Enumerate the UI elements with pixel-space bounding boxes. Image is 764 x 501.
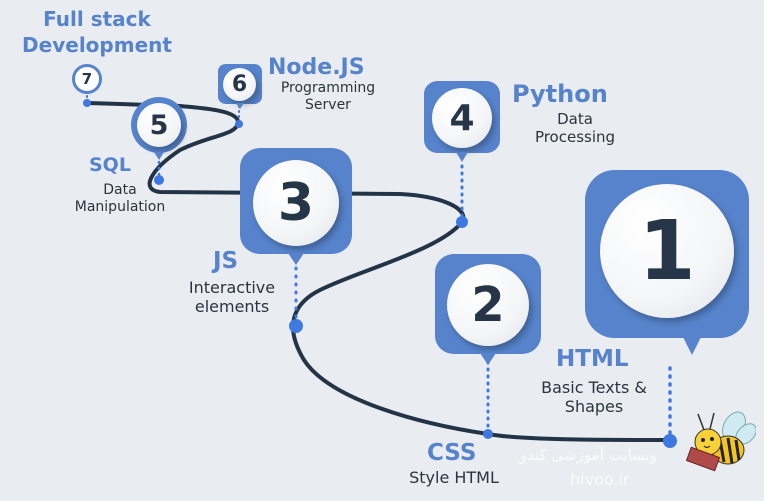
step-7-title-line: Full stack [43,7,151,31]
step-3-subtitle-line: elements [194,297,270,317]
step-7-badge: 7 [72,64,102,94]
step-4-number: 4 [432,88,492,148]
step-3-title: JS [213,248,239,274]
step-1-number: 1 [600,184,734,318]
step-6-title: Node.JS [268,55,365,80]
step-1-badge: 1 [585,170,749,355]
step-4-subtitle-line: Data [557,110,593,128]
bee-mascot-icon [685,411,756,472]
step-6-subtitle-line: Programming [280,80,376,96]
roadmap-curve [86,101,674,442]
milestone-dot-5 [154,175,164,185]
step-2-badge: 2 [435,254,541,365]
step-5-number: 5 [137,103,181,147]
milestone-dot-6 [235,120,243,128]
step-5-title: SQL [89,154,131,176]
step-4-badge: 4 [424,81,500,162]
step-6-subtitle: Programming Server [262,80,394,114]
milestone-dot-3 [289,319,303,333]
step-4-subtitle-line: Processing [534,128,616,146]
step-5-subtitle-line: Data [103,182,137,198]
step-1-title: HTML [556,346,629,372]
step-5-subtitle-line: Manipulation [74,198,166,215]
step-6-badge: 6 [218,64,262,109]
milestone-dot-4 [456,216,468,228]
step-2-subtitle-line: Style HTML [409,468,499,487]
step-4-subtitle: Data Processing [520,110,630,146]
step-3-badge: 3 [240,148,352,265]
step-3-number: 3 [253,160,339,246]
step-2-subtitle: Style HTML [395,468,513,487]
step-1-subtitle: Basic Texts & Shapes [528,378,660,416]
step-4-title: Python [512,80,608,108]
step-1-subtitle-line: Basic Texts & [541,378,647,397]
step-3-subtitle-line: Interactive [188,278,276,297]
step-5-subtitle: Data Manipulation [58,182,182,216]
milestone-dot-7 [83,99,91,107]
milestone-dot-1 [663,434,677,448]
step-7-title: Full stack Development [12,6,182,58]
step-1-subtitle-line: Shapes [564,397,624,417]
step-7-title-line: Development [22,33,172,57]
step-3-subtitle: Interactive elements [178,278,286,316]
step-6-subtitle-line: Server [305,96,351,113]
step-6-number: 6 [223,68,256,101]
step-7-number: 7 [81,70,93,88]
step-2-title: CSS [427,440,477,466]
step-5-badge: 5 [131,97,187,160]
milestone-dot-2 [483,429,493,439]
watermark-domain: hivoo.ir [570,470,630,489]
watermark-text: وبسایت آموزشی کندو [520,446,657,464]
step-2-number: 2 [447,264,529,346]
